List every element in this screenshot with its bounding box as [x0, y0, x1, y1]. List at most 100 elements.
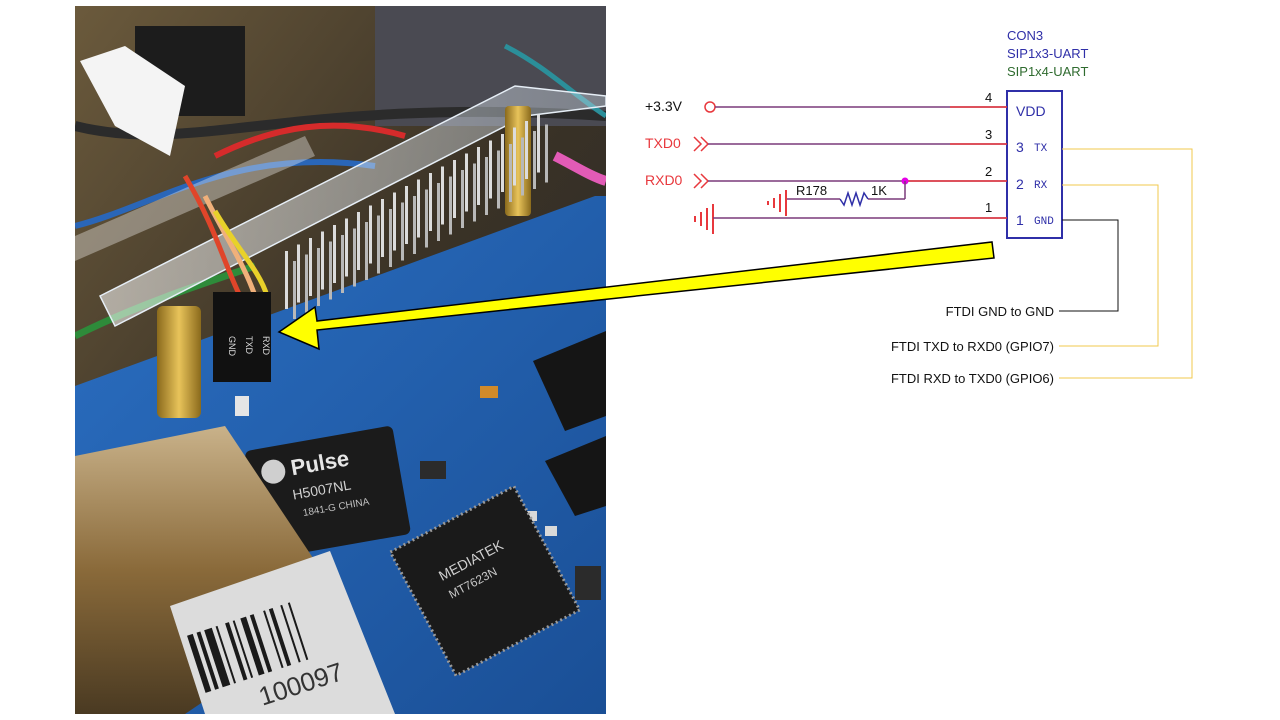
gpio-pin: [477, 147, 480, 205]
header-label-gnd: GND: [227, 336, 237, 357]
gpio-pin: [441, 166, 444, 225]
gpio-pin: [461, 170, 464, 228]
net-port-rxd0-icon: [693, 173, 710, 189]
resistor-r178-icon: [839, 190, 869, 208]
pin-inner-number-2: 2: [1016, 176, 1024, 192]
gpio-pin: [473, 163, 476, 222]
gpio-pin: [453, 160, 456, 218]
gpio-pin: [521, 137, 524, 196]
gpio-pin: [437, 183, 440, 241]
gpio-pin: [333, 225, 336, 283]
pin-inner-number-1: 1: [1016, 212, 1024, 228]
annotation-line-rxd: [1059, 148, 1193, 379]
jumper-wire-yellow: [212, 209, 270, 297]
smd-component: [525, 511, 537, 521]
net-port-txd0-icon: [693, 136, 710, 152]
annotation-rxd: FTDI RXD to TXD0 (GPIO6): [891, 371, 1054, 386]
smd-component: [480, 386, 498, 398]
gpio-pin: [497, 150, 500, 209]
jumper-wire-red: [182, 174, 243, 298]
connector-footprint-1: SIP1x3-UART: [1007, 46, 1088, 61]
gpio-pin: [485, 157, 488, 215]
gpio-pin: [353, 228, 356, 287]
smd-component: [420, 461, 446, 479]
gpio-pin: [417, 179, 420, 238]
brass-standoff-left: [157, 306, 201, 418]
gpio-pin: [393, 192, 396, 251]
connector-body: [1006, 90, 1063, 239]
gpio-pin: [533, 131, 536, 189]
soc-package: [388, 484, 582, 678]
gpio-pin: [369, 205, 372, 264]
gpio-pin: [389, 209, 392, 267]
net-label-rxd0: RXD0: [645, 172, 683, 188]
barcode-bar: [196, 631, 219, 690]
gpio-pin: [429, 173, 432, 231]
gpio-pin: [501, 134, 504, 192]
gpio-pin: [345, 218, 348, 277]
gpio-pin: [401, 202, 404, 261]
gpio-pin: [305, 254, 308, 313]
barcode-bar: [280, 604, 301, 663]
gpio-pin: [309, 238, 312, 296]
gpio-pin: [425, 189, 428, 248]
soc-chip: MEDIATEK MT7623N: [388, 484, 582, 678]
gpio-pin: [405, 186, 408, 244]
barcode-bar: [204, 627, 231, 688]
barcode-bar: [225, 622, 248, 681]
barcode-bar: [232, 620, 254, 678]
gpio-pin: [293, 261, 296, 319]
resistor-value: 1K: [871, 183, 887, 198]
paper-tag: [80, 46, 185, 156]
gpio-pin: [329, 241, 332, 300]
power-port-3v3-icon: [704, 101, 716, 113]
gpio-pin: [509, 144, 512, 202]
uart-header: GND TXD RXD: [182, 174, 271, 382]
gpio-pin: [537, 114, 540, 173]
barcode-bar: [263, 610, 284, 669]
barcode-bar: [187, 633, 212, 693]
barcode-bar: [268, 607, 292, 667]
gpio-pin: [413, 196, 416, 254]
ram-chip-top: [533, 331, 606, 431]
dupont-housing: [213, 292, 271, 382]
gpio-pin: [365, 222, 368, 280]
board-photo: GND TXD RXD Pulse H5007NL 1841-G CHINA: [75, 6, 606, 714]
smd-component: [545, 526, 557, 536]
pin-label-rx: RX: [1034, 180, 1048, 192]
pin-label-tx: TX: [1034, 143, 1048, 155]
gpio-pin: [489, 140, 492, 199]
gpio-pin: [341, 235, 344, 293]
gpio-pin: [357, 212, 360, 270]
gpio-pin: [381, 199, 384, 257]
gpio-pin: [545, 124, 548, 183]
gpio-pin: [449, 176, 452, 235]
gpio-pin: [377, 215, 380, 274]
gpio-pin: [285, 251, 288, 309]
gpio-pin: [513, 127, 516, 186]
pin-inner-number-3: 3: [1016, 139, 1024, 155]
pin-number-4: 4: [985, 90, 992, 105]
connector-footprint-2: SIP1x4-UART: [1007, 64, 1088, 79]
connector-refdes: CON3: [1007, 28, 1043, 43]
gpio-pin: [317, 248, 320, 306]
ground-symbol-pin1-icon: [694, 204, 714, 234]
annotation-line-gnd: [1059, 219, 1119, 312]
gpio-pin: [297, 244, 300, 303]
ground-symbol-r178-icon: [767, 190, 787, 216]
annotation-line-txd: [1059, 184, 1159, 347]
annotation-txd: FTDI TXD to RXD0 (GPIO7): [891, 339, 1054, 354]
barcode-bars: [187, 602, 309, 693]
board-photo-illustration: GND TXD RXD Pulse H5007NL 1841-G CHINA: [75, 6, 606, 714]
teal-cable: [503, 43, 606, 119]
blue-cable: [75, 159, 376, 229]
jumper-wire-orange: [202, 194, 258, 297]
header-label-rxd: RXD: [261, 336, 271, 356]
pink-cable: [552, 151, 606, 186]
pin-number-3: 3: [985, 127, 992, 142]
net-label-txd0: TXD0: [645, 135, 681, 151]
barcode-bar: [287, 602, 309, 661]
barcode-bar: [240, 616, 265, 676]
barcode-bar: [249, 614, 273, 673]
junction-dot: [901, 177, 909, 185]
